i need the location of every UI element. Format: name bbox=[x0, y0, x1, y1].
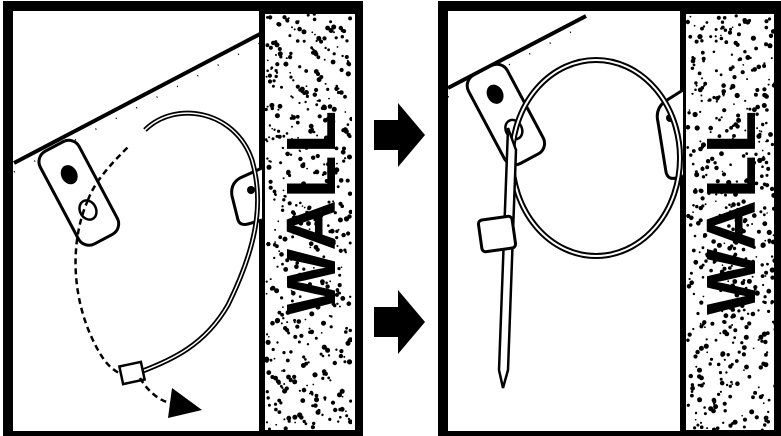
wall-clip bbox=[655, 88, 684, 180]
cable-tie-tail bbox=[497, 127, 518, 389]
wall: WALL bbox=[680, 8, 780, 436]
wall-texture bbox=[685, 14, 775, 430]
wall: WALL bbox=[259, 8, 361, 436]
tie-head bbox=[117, 360, 147, 386]
panel-before: WALL bbox=[3, 1, 363, 436]
wall-label: WALL bbox=[692, 109, 770, 315]
pull-direction-arrow bbox=[138, 377, 202, 418]
wall-texture bbox=[264, 14, 352, 430]
right-arrow-icon bbox=[374, 103, 425, 167]
step-arrows bbox=[374, 103, 425, 354]
tie-head bbox=[476, 214, 518, 254]
wall-label: WALL bbox=[272, 109, 350, 315]
panel-after: WALL bbox=[438, 1, 781, 436]
right-arrow-icon bbox=[374, 290, 425, 354]
